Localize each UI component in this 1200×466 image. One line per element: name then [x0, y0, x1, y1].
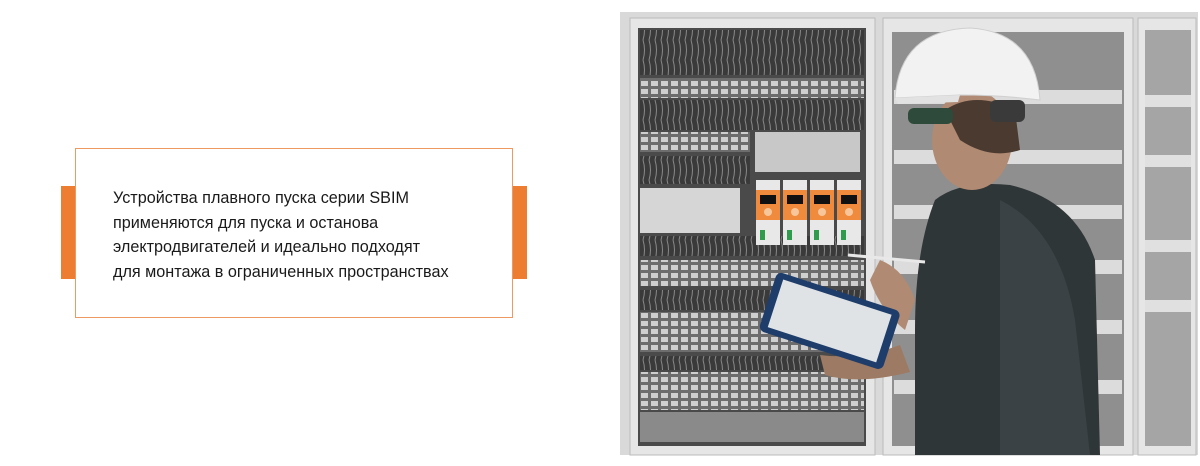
cabinet-left: [629, 17, 876, 456]
callout-line: для монтажа в ограниченных пространствах: [113, 262, 449, 281]
callout-text: Устройства плавного пуска серии SBIM при…: [113, 186, 449, 284]
callout-line: применяются для пуска и останова: [113, 213, 379, 232]
callout-accent-left: [61, 186, 76, 279]
callout-line: электродвигателей и идеально подходят: [113, 238, 421, 257]
cabinet-middle: [882, 17, 1134, 456]
technician: [820, 27, 1100, 455]
sbim-devices: [756, 180, 861, 245]
callout-box: Устройства плавного пуска серии SBIM при…: [75, 148, 513, 318]
callout-accent-right: [513, 186, 527, 279]
tablet: [759, 272, 900, 369]
callout-line: Устройства плавного пуска серии SBIM: [113, 189, 409, 207]
cabinet-right: [1137, 17, 1197, 456]
